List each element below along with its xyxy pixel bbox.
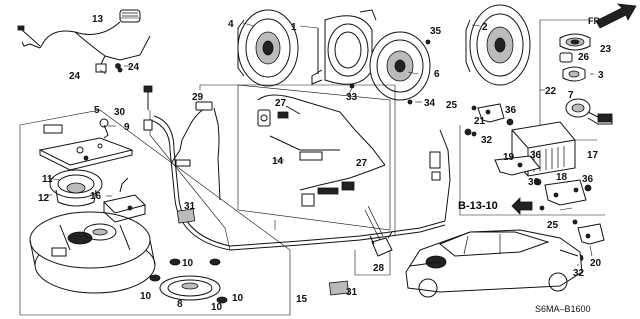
- part-label-32: 32: [573, 268, 585, 279]
- speaker-bracket-1: [311, 9, 377, 85]
- clips-10: [149, 258, 228, 304]
- wire-harness-14: [171, 101, 221, 201]
- part-label-24: 24: [128, 62, 140, 73]
- part-label-32: 32: [481, 135, 493, 146]
- part-label-36: 36: [582, 174, 594, 185]
- bracket-18: [544, 179, 587, 206]
- part-label-27: 27: [356, 158, 368, 169]
- subwoofer-11: [49, 169, 103, 207]
- part-label-8: 8: [177, 299, 183, 310]
- part-label-10: 10: [211, 302, 223, 313]
- leader-lines: [44, 17, 594, 266]
- part-label-14: 14: [272, 156, 284, 167]
- part-label-24: 24: [69, 71, 81, 82]
- part-label-2: 2: [482, 22, 488, 33]
- harness-frame: [237, 84, 391, 231]
- part-label-1: 1: [291, 22, 297, 33]
- speaker-6: [369, 31, 431, 101]
- front-direction-arrow: FR.: [588, 3, 637, 29]
- part-label-29: 29: [192, 92, 204, 103]
- bracket-21: [471, 103, 505, 123]
- part-label-3: 3: [598, 70, 604, 81]
- part-label-26: 26: [578, 52, 590, 63]
- part-label-23: 23: [600, 44, 612, 55]
- speaker-2: [465, 4, 531, 86]
- part-label-12: 12: [38, 193, 50, 204]
- part-label-34: 34: [424, 98, 436, 109]
- vehicle-silhouette: [405, 229, 583, 298]
- part-label-31: 31: [184, 201, 196, 212]
- part-label-6: 6: [434, 69, 440, 80]
- part-label-11: 11: [42, 174, 53, 185]
- part-label-15: 15: [296, 294, 308, 305]
- part-label-28: 28: [373, 263, 385, 274]
- pad-31-right: [328, 280, 350, 296]
- bracket-19: [494, 155, 541, 176]
- clip-28: [354, 231, 393, 276]
- part-label-19: 19: [503, 152, 515, 163]
- part-label-25: 25: [547, 220, 559, 231]
- part-label-5: 5: [94, 105, 100, 116]
- part-label-21: 21: [474, 116, 486, 127]
- direction-label: FR.: [588, 16, 603, 26]
- part-label-9: 9: [124, 122, 130, 133]
- part-label-4: 4: [228, 19, 234, 30]
- tweeter-7: [565, 98, 613, 125]
- antenna-cable-13: [17, 9, 151, 73]
- part-label-35: 35: [430, 26, 442, 37]
- part-label-33: 33: [346, 92, 358, 103]
- subwoofer-enclosure-12: [29, 211, 156, 294]
- part-label-25: 25: [446, 100, 458, 111]
- reference-label: B-13-10: [458, 200, 498, 212]
- part-label-36: 36: [528, 177, 540, 188]
- part-label-27: 27: [275, 98, 287, 109]
- panel-5: [38, 118, 134, 171]
- bracket-20: [577, 223, 605, 245]
- connector-30: [143, 85, 153, 131]
- reference-arrow: [511, 197, 533, 215]
- part-label-17: 17: [587, 150, 599, 161]
- diagram-code: S6MA–B1600: [535, 304, 591, 314]
- pad-31-left: [176, 208, 196, 224]
- small-fasteners: [117, 39, 592, 262]
- part-label-7: 7: [568, 90, 574, 101]
- part-label-30: 30: [114, 107, 126, 118]
- part-label-36: 36: [505, 105, 517, 116]
- part-label-22: 22: [545, 86, 557, 97]
- part-label-20: 20: [590, 258, 602, 269]
- tweeter-assembly: [559, 33, 591, 82]
- disc-8: [159, 275, 221, 301]
- part-label-16: 16: [90, 191, 102, 202]
- part-label-10: 10: [232, 293, 244, 304]
- part-label-36: 36: [530, 150, 542, 161]
- part-label-31: 31: [346, 287, 358, 298]
- part-label-10: 10: [140, 291, 152, 302]
- main-harness-15: [149, 115, 451, 251]
- amplifier-16: [103, 177, 146, 223]
- part-label-13: 13: [92, 14, 104, 25]
- speaker-4: [237, 9, 299, 87]
- part-label-10: 10: [182, 258, 194, 269]
- part-label-18: 18: [556, 172, 568, 183]
